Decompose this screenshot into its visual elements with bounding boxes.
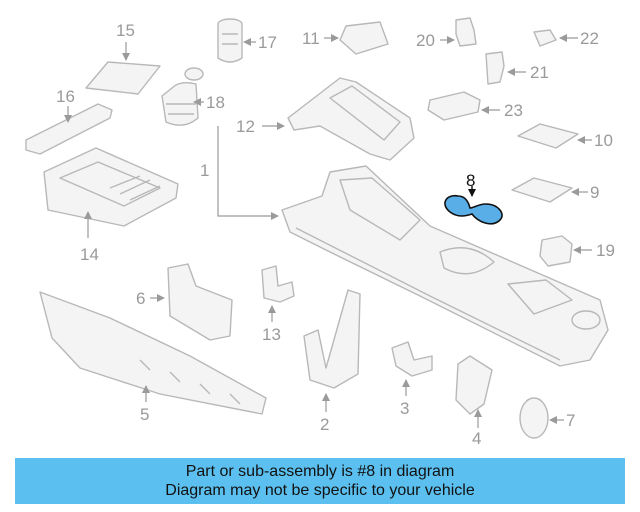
callout-21: 21 bbox=[530, 63, 549, 82]
callout-1: 1 bbox=[200, 161, 209, 180]
callout-2: 2 bbox=[320, 415, 329, 434]
callout-1-group: 1 bbox=[200, 126, 279, 220]
callout-18: 18 bbox=[206, 93, 225, 112]
part-18-outlet[interactable]: 18 bbox=[161, 67, 225, 126]
callout-19: 19 bbox=[596, 241, 615, 260]
callout-17: 17 bbox=[258, 33, 277, 52]
part-21-switch[interactable]: 21 bbox=[485, 51, 549, 85]
part-5-side-panel[interactable]: 5 bbox=[39, 291, 267, 424]
part-10-pad[interactable]: 10 bbox=[517, 123, 613, 150]
part-6-side-bracket[interactable]: 6 bbox=[136, 263, 233, 341]
part-12-console-panel[interactable]: 12 bbox=[236, 77, 415, 161]
part-17-socket[interactable]: 17 bbox=[217, 18, 277, 63]
callout-3: 3 bbox=[400, 399, 409, 418]
part-23-bracket[interactable]: 23 bbox=[427, 91, 523, 121]
part-11-pad[interactable]: 11 bbox=[302, 21, 389, 55]
part-3-clip-bracket[interactable]: 3 bbox=[391, 341, 433, 418]
callout-23: 23 bbox=[504, 101, 523, 120]
callout-10: 10 bbox=[594, 131, 613, 150]
part-20-switch[interactable]: 20 bbox=[416, 17, 477, 50]
callout-4: 4 bbox=[472, 429, 481, 448]
part-8-cup-holder-insert[interactable]: 8 bbox=[444, 171, 503, 225]
main-console-body[interactable] bbox=[281, 165, 609, 367]
callout-16: 16 bbox=[56, 87, 75, 106]
part-22-button[interactable]: 22 bbox=[533, 29, 599, 48]
callout-9: 9 bbox=[590, 183, 599, 202]
callout-8: 8 bbox=[466, 171, 475, 190]
part-19-switch[interactable]: 19 bbox=[539, 235, 615, 267]
callout-5: 5 bbox=[140, 405, 149, 424]
callout-15: 15 bbox=[116, 21, 135, 40]
part-2-front-panel[interactable]: 2 bbox=[303, 289, 361, 434]
part-15-pad[interactable]: 15 bbox=[85, 21, 161, 95]
callout-11: 11 bbox=[302, 29, 320, 48]
part-4-side-cover[interactable]: 4 bbox=[455, 355, 493, 448]
callout-7: 7 bbox=[566, 411, 575, 430]
callout-13: 13 bbox=[262, 325, 281, 344]
banner-line-2: Diagram may not be specific to your vehi… bbox=[165, 482, 475, 499]
part-7-cap[interactable]: 7 bbox=[519, 397, 575, 439]
callout-22: 22 bbox=[580, 29, 599, 48]
callout-6: 6 bbox=[136, 289, 145, 308]
callout-20: 20 bbox=[416, 31, 435, 50]
callout-12: 12 bbox=[236, 117, 255, 136]
part-16-trim-strip[interactable]: 16 bbox=[25, 87, 113, 155]
part-9-pad[interactable]: 9 bbox=[511, 177, 599, 203]
info-banner: Part or sub-assembly is #8 in diagram Di… bbox=[15, 458, 625, 504]
parts-diagram: 15 16 17 18 14 11 20 bbox=[25, 17, 615, 448]
part-14-storage-tray[interactable]: 14 bbox=[43, 147, 179, 264]
banner-line-1: Part or sub-assembly is #8 in diagram bbox=[185, 463, 455, 480]
callout-14: 14 bbox=[80, 245, 99, 264]
part-13-clip[interactable]: 13 bbox=[261, 265, 295, 344]
